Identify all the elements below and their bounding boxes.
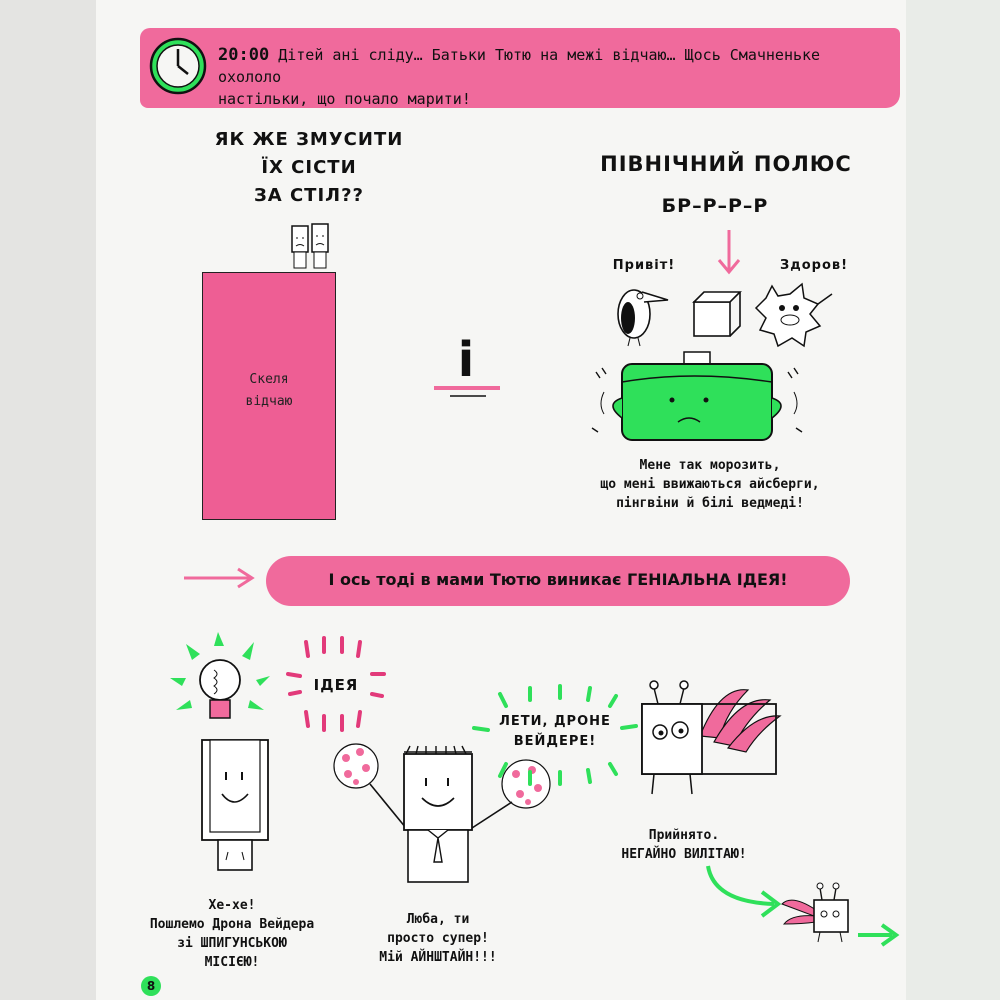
- accepted-caption: Прийнято. НЕГАЙНО ВИЛІТАЮ!: [594, 826, 774, 864]
- mom-caption-line-1: Хе-хе!: [208, 898, 256, 913]
- rock-label-line-2: відчаю: [245, 394, 293, 409]
- freeze-line-2: що мені ввижаються айсберги,: [600, 477, 820, 492]
- right-arrow-icon: [184, 567, 255, 589]
- question-text: ЯК ЖЕ ЗМУСИТИ ЇХ СІСТИ ЗА СТІЛ??: [214, 126, 404, 210]
- freeze-caption: Мене так морозить, що мені ввижаються ай…: [576, 456, 844, 513]
- dad-caption-line-1: Люба, ти: [406, 912, 470, 927]
- mom-caption-line-2: Пошлемо Дрона Вейдера: [149, 917, 315, 932]
- rock-label-line-1: Скеля: [249, 372, 289, 387]
- ice-cube-icon: [692, 291, 742, 337]
- rock-label: Скеля відчаю: [203, 369, 335, 413]
- penguin-icon: [617, 289, 669, 347]
- mom-character: [201, 739, 269, 871]
- fly-line-2: ВЕЙДЕРЕ!: [513, 734, 597, 749]
- fly-line-1: ЛЕТИ, ДРОНЕ: [499, 714, 611, 729]
- dad-caption: Люба, ти просто супер! Мій АЙНШТАЙН!!!: [350, 910, 526, 967]
- banner-text: 20:00 Дітей ані сліду… Батьки Тютю на ме…: [218, 44, 878, 110]
- freezing-pot-character: [591, 351, 803, 441]
- hello-right: Здоров!: [779, 258, 849, 273]
- idea-word: ІДЕЯ: [313, 676, 359, 694]
- hello-left: Привіт!: [612, 258, 676, 273]
- idea-banner: [266, 556, 850, 606]
- idea-burst: [286, 636, 386, 732]
- dad-caption-line-3: Мій АЙНШТАЙН!!!: [379, 950, 497, 965]
- question-line-2: ЇХ СІСТИ: [261, 157, 357, 178]
- mom-caption: Хе-хе! Пошлемо Дрона Вейдера зі ШПИГУНСЬ…: [132, 896, 332, 972]
- north-pole-title: ПІВНІЧНИЙ ПОЛЮС: [600, 152, 852, 176]
- background-right: [904, 0, 1000, 1000]
- dad-cheering-character: [333, 743, 551, 883]
- letter-underline: [434, 386, 500, 397]
- curved-arrow-icon: [706, 865, 782, 918]
- hallucinations-illustration: [617, 282, 833, 348]
- accepted-line-2: НЕГАЙНО ВИЛІТАЮ!: [621, 847, 747, 862]
- small-right-arrow-icon: [858, 923, 900, 947]
- idea-banner-text: І ось тоді в мами Тютю виникає ГЕНІАЛЬНА…: [328, 570, 788, 589]
- down-arrow-icon: [717, 230, 741, 275]
- mom-caption-line-3: зі ШПИГУНСЬКОЮ: [177, 936, 287, 951]
- background-left: [0, 0, 96, 1000]
- left-pompom-icon: [333, 743, 379, 789]
- kids-on-rock-illustration: [291, 223, 329, 269]
- question-line-1: ЯК ЖЕ ЗМУСИТИ: [214, 129, 404, 150]
- question-line-3: ЗА СТІЛ??: [253, 185, 364, 206]
- dad-caption-line-2: просто супер!: [387, 931, 489, 946]
- accepted-line-1: Прийнято.: [648, 828, 720, 843]
- small-drone-icon: [781, 882, 849, 943]
- fly-text: ЛЕТИ, ДРОНЕ ВЕЙДЕРЕ!: [480, 712, 630, 752]
- drone-vader-character: [641, 680, 782, 795]
- freeze-line-1: Мене так морозить,: [639, 458, 781, 473]
- right-pompom-icon: [501, 759, 551, 809]
- polar-bear-monster-icon: [754, 282, 833, 348]
- clock-icon: [149, 37, 207, 95]
- freeze-line-3: пінгвіни й білі ведмеді!: [616, 496, 804, 511]
- fly-burst: [472, 684, 638, 786]
- letter-i: і: [457, 332, 475, 388]
- banner-line-2: настільки, що почало марити!: [218, 90, 471, 108]
- lightbulb-icon: [170, 632, 270, 719]
- rock-of-despair: Скеля відчаю: [202, 272, 336, 520]
- banner-line-1: Дітей ані сліду… Батьки Тютю на межі від…: [218, 46, 821, 86]
- north-pole-sound: БР–Р–Р–Р: [661, 195, 769, 217]
- page-number: 8: [141, 976, 161, 996]
- mom-caption-line-4: МІСІЄЮ!: [204, 955, 260, 970]
- banner-time: 20:00: [218, 45, 270, 65]
- time-banner: [140, 28, 900, 108]
